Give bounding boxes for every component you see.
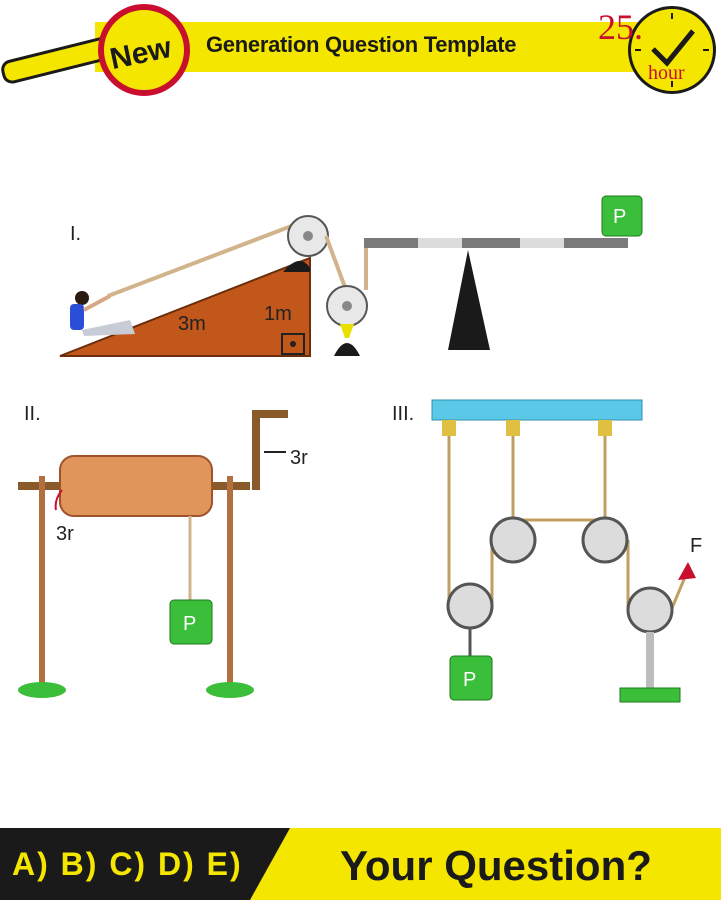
pulley-stand bbox=[646, 632, 654, 688]
checkmark-icon bbox=[635, 13, 709, 87]
pulley-base bbox=[334, 343, 360, 356]
stand-base bbox=[619, 687, 681, 703]
force-arrow-icon bbox=[678, 562, 696, 580]
crank-arm bbox=[252, 410, 260, 490]
hook-1 bbox=[442, 420, 456, 436]
pulley-axle bbox=[303, 231, 313, 241]
weight-block-2 bbox=[169, 599, 213, 645]
handle-radius-label: 3r bbox=[290, 447, 308, 469]
hook-3 bbox=[598, 420, 612, 436]
right-angle-marker bbox=[281, 333, 305, 355]
hook-2 bbox=[506, 420, 520, 436]
answer-options: A) B) C) D) E) bbox=[12, 846, 243, 882]
header: Generation Question Template New 25. hou… bbox=[0, 0, 721, 110]
pulley-b-icon bbox=[489, 516, 537, 564]
person-pulling-icon bbox=[70, 291, 135, 336]
pulley-mount bbox=[283, 260, 310, 272]
panel-1-label: I. bbox=[70, 223, 81, 245]
panel-2-label: II. bbox=[24, 403, 41, 425]
magnifier-icon bbox=[98, 4, 190, 96]
lever-beam bbox=[364, 238, 628, 248]
left-base bbox=[18, 682, 66, 698]
pulley-a-icon bbox=[446, 582, 494, 630]
physics-diagram: I. 3m 1m P II. bbox=[18, 195, 702, 703]
weight-label-3: P bbox=[463, 669, 476, 691]
fulcrum bbox=[448, 250, 490, 350]
pulley-bracket bbox=[340, 324, 354, 338]
weight-label-2: P bbox=[183, 613, 196, 635]
weight-block-3 bbox=[449, 655, 493, 701]
pulley-c-icon bbox=[581, 516, 629, 564]
weight-label: P bbox=[613, 206, 626, 228]
right-angle-dot bbox=[290, 341, 296, 347]
right-base bbox=[206, 682, 254, 698]
footer: A) B) C) D) E) Your Question? bbox=[0, 828, 721, 900]
clock-icon bbox=[628, 6, 716, 94]
weight-block bbox=[601, 195, 643, 237]
rope bbox=[107, 220, 303, 298]
clock-unit: hour bbox=[648, 62, 685, 84]
panel-2: II. 3r 3r P bbox=[18, 403, 308, 698]
clock-number: 25. bbox=[598, 7, 643, 47]
height-label: 1m bbox=[264, 303, 292, 325]
panel-1: I. 3m 1m P bbox=[59, 195, 643, 357]
crank-handle bbox=[252, 410, 288, 418]
panel-3-label: III. bbox=[392, 403, 414, 425]
slope-length-label: 3m bbox=[178, 313, 206, 335]
force-label: F bbox=[690, 535, 702, 557]
drum-radius-label: 3r bbox=[56, 523, 74, 545]
ceiling-beam bbox=[431, 399, 643, 421]
footer-bg bbox=[0, 828, 721, 900]
question-placeholder: Your Question? bbox=[340, 842, 652, 889]
drum-arrow-icon bbox=[54, 489, 63, 511]
rope-segment bbox=[324, 235, 348, 291]
winch-drum bbox=[59, 455, 213, 517]
panel-3: III. P F bbox=[392, 399, 702, 703]
rope-system bbox=[447, 436, 690, 610]
lever-stripe-2 bbox=[520, 238, 564, 248]
lever-stripe bbox=[418, 238, 462, 248]
pulley-axle-2 bbox=[342, 301, 352, 311]
pulley-d-icon bbox=[626, 586, 674, 634]
template-title: Generation Question Template bbox=[206, 32, 517, 57]
